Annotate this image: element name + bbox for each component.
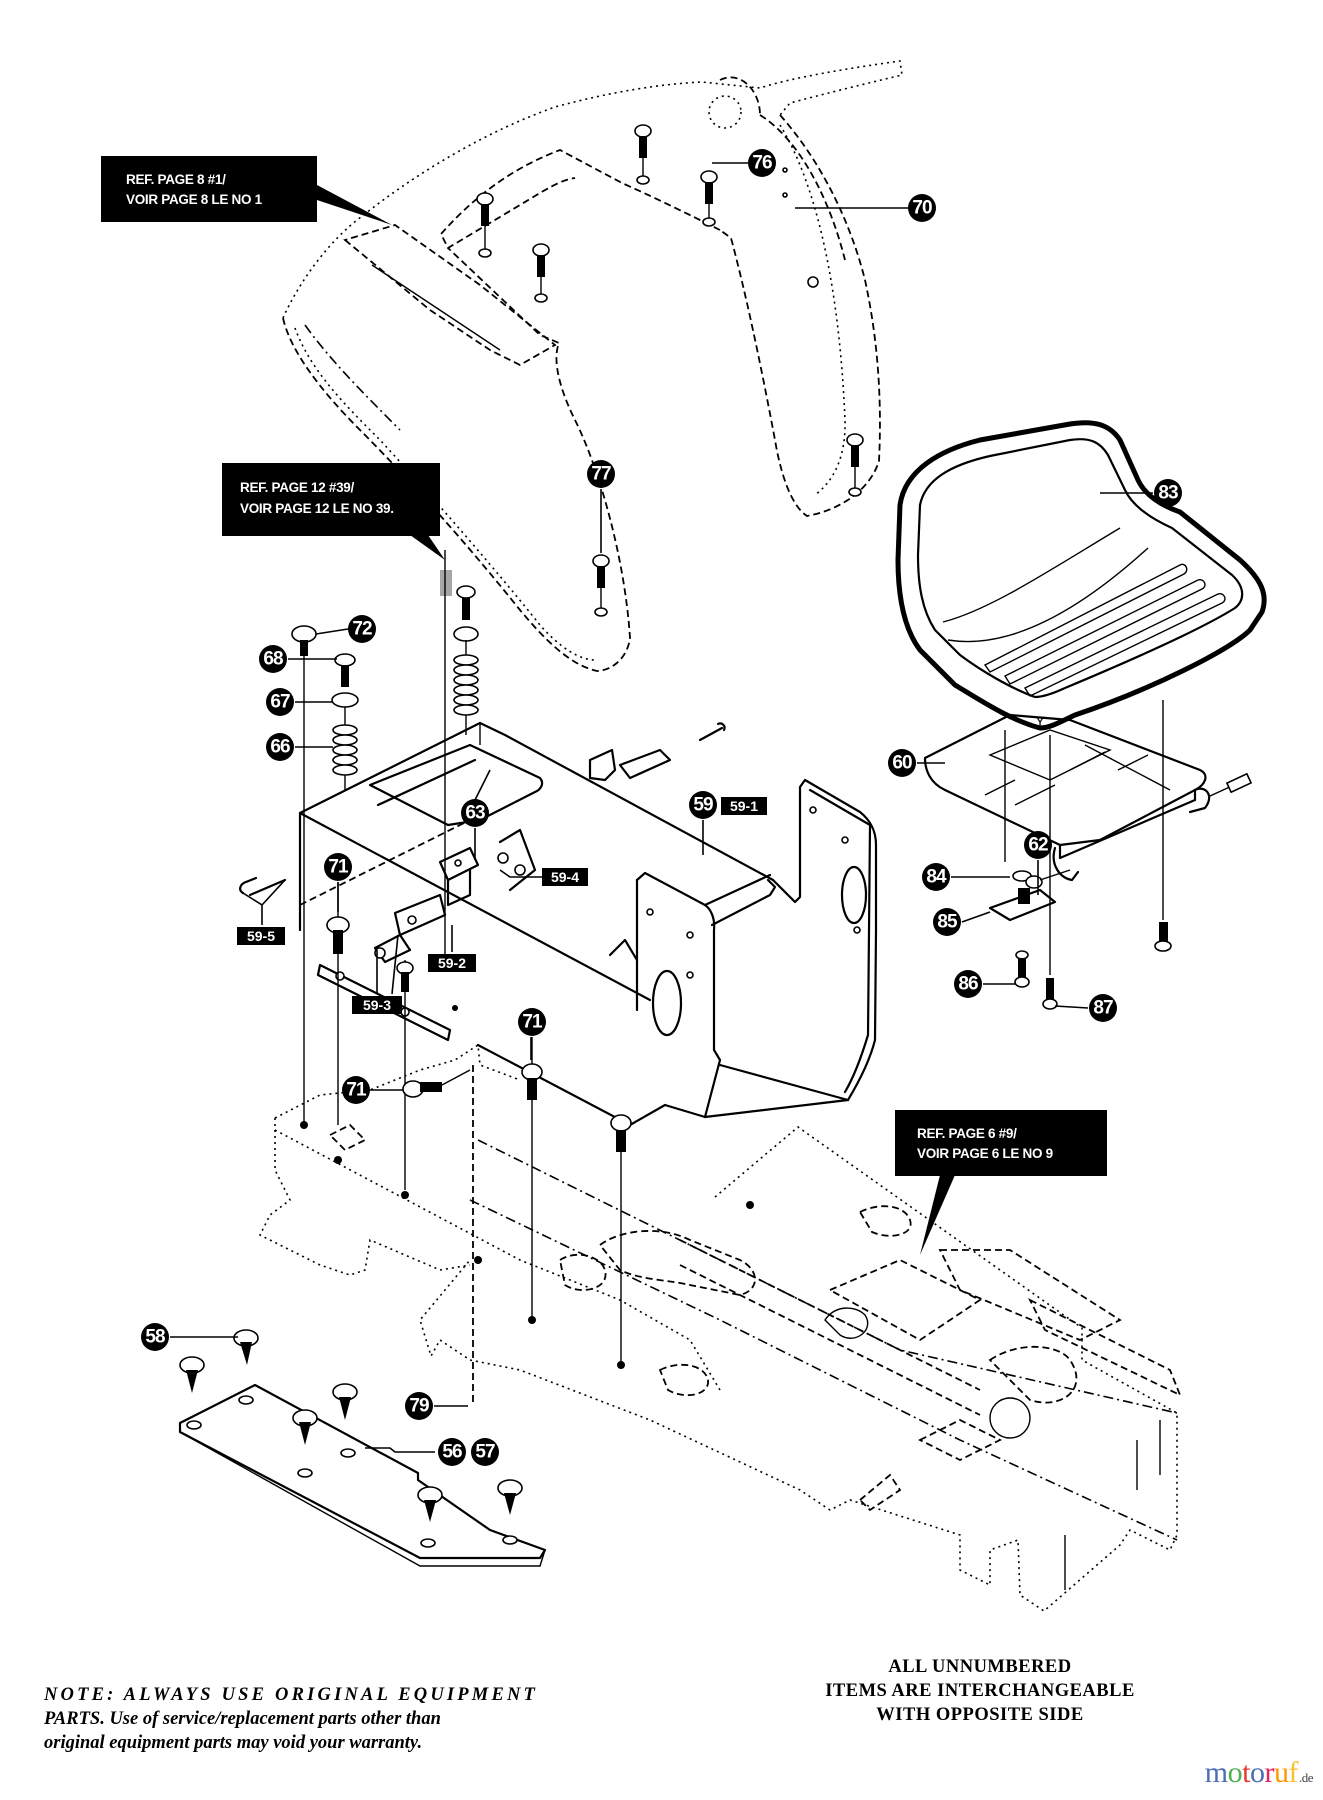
part-number-87[interactable]: 87	[1089, 994, 1117, 1022]
svg-text:59-3: 59-3	[363, 997, 391, 1013]
part-number-79[interactable]: 79	[405, 1392, 433, 1420]
svg-text:76: 76	[752, 153, 772, 174]
svg-text:56: 56	[442, 1442, 462, 1463]
motoruf-watermark-logo: motoruf.de	[1204, 1756, 1314, 1790]
svg-text:59-5: 59-5	[247, 928, 275, 944]
interchangeable-note-line-1: ALL UNNUMBERED	[888, 1657, 1072, 1677]
warranty-note: NOTE: ALWAYS USE ORIGINAL EQUIPMENT PART…	[44, 1683, 684, 1755]
part-number-59[interactable]: 59	[689, 791, 717, 819]
part-number-56[interactable]: 56	[438, 1438, 466, 1466]
seat-drawing: Y	[895, 420, 1267, 731]
svg-text:60: 60	[892, 753, 912, 774]
interchangeable-note-line-2: ITEMS ARE INTERCHANGEABLE	[825, 1681, 1135, 1701]
svg-text:85: 85	[937, 912, 958, 933]
logo-letter: f	[1288, 1756, 1298, 1789]
seat-bracket-drawing	[923, 700, 1253, 1010]
svg-text:70: 70	[912, 198, 932, 219]
svg-text:63: 63	[465, 803, 485, 824]
ref-callout-line2: VOIR PAGE 6 LE NO 9	[917, 1146, 1053, 1161]
svg-text:58: 58	[145, 1327, 165, 1348]
ref-callout-line2: VOIR PAGE 12 LE NO 39.	[240, 501, 394, 516]
sub-part-tag-59-3[interactable]: 59-3	[352, 996, 402, 1014]
sub-part-tag-59-5[interactable]: 59-5	[237, 927, 285, 945]
svg-text:59-4: 59-4	[551, 869, 579, 885]
part-number-83[interactable]: 83	[1154, 479, 1182, 507]
part-number-86[interactable]: 86	[954, 970, 982, 998]
svg-text:59-1: 59-1	[730, 798, 758, 814]
svg-text:72: 72	[352, 619, 372, 640]
part-number-68[interactable]: 68	[259, 645, 287, 673]
svg-text:Y: Y	[1035, 713, 1045, 729]
svg-text:83: 83	[1158, 483, 1178, 504]
ref-callout-page-12: REF. PAGE 12 #39/ VOIR PAGE 12 LE NO 39.	[222, 463, 445, 560]
ref-callout-line1: REF. PAGE 8 #1/	[126, 172, 226, 187]
part-number-67[interactable]: 67	[266, 688, 294, 716]
svg-text:71: 71	[522, 1012, 543, 1033]
part-number-70[interactable]: 70	[908, 194, 936, 222]
svg-text:77: 77	[591, 464, 611, 485]
ref-callout-page-6: REF. PAGE 6 #9/ VOIR PAGE 6 LE NO 9	[895, 1110, 1107, 1255]
ref-callout-line1: REF. PAGE 12 #39/	[240, 480, 355, 495]
spring-stacks-drawing	[291, 550, 479, 1125]
logo-letter: t	[1242, 1756, 1250, 1789]
logo-letter: o	[1249, 1756, 1265, 1789]
part-number-71[interactable]: 71	[342, 1076, 370, 1104]
logo-letter: r	[1264, 1756, 1274, 1789]
part-number-71[interactable]: 71	[324, 853, 352, 881]
warranty-note-line-3: original equipment parts may void your w…	[44, 1733, 423, 1753]
svg-text:71: 71	[346, 1080, 367, 1101]
svg-text:62: 62	[1028, 835, 1048, 856]
part-number-84[interactable]: 84	[922, 863, 950, 891]
warranty-note-line-1: NOTE: ALWAYS USE ORIGINAL EQUIPMENT	[44, 1685, 539, 1705]
main-frame-drawing	[258, 1043, 1182, 1613]
rear-fender-drawing	[282, 60, 903, 672]
svg-text:68: 68	[263, 649, 283, 670]
svg-text:59: 59	[693, 795, 713, 816]
part-number-63[interactable]: 63	[461, 799, 489, 827]
ref-callout-page-8: REF. PAGE 8 #1/ VOIR PAGE 8 LE NO 1	[101, 156, 392, 225]
part-number-76[interactable]: 76	[748, 149, 776, 177]
part-number-77[interactable]: 77	[587, 460, 615, 488]
logo-letter: u	[1273, 1756, 1289, 1789]
sub-part-tag-59-2[interactable]: 59-2	[428, 954, 476, 972]
interchangeable-note-line-3: WITH OPPOSITE SIDE	[876, 1705, 1084, 1725]
part-number-71[interactable]: 71	[518, 1008, 546, 1036]
part-number-85[interactable]: 85	[933, 908, 961, 936]
logo-letter: m	[1204, 1756, 1228, 1789]
part-number-66[interactable]: 66	[266, 733, 294, 761]
svg-text:59-2: 59-2	[438, 955, 466, 971]
svg-text:66: 66	[270, 737, 290, 758]
bottom-plate-drawing	[178, 1329, 547, 1567]
logo-letter: o	[1227, 1756, 1243, 1789]
warranty-note-line-2: PARTS. Use of service/replacement parts …	[44, 1709, 441, 1729]
svg-text:86: 86	[958, 974, 978, 995]
ref-callout-line2: VOIR PAGE 8 LE NO 1	[126, 192, 263, 207]
sub-part-tag-59-1[interactable]: 59-1	[721, 797, 767, 815]
svg-text:84: 84	[926, 867, 947, 888]
part-number-72[interactable]: 72	[348, 615, 376, 643]
svg-text:71: 71	[328, 857, 349, 878]
svg-text:67: 67	[270, 692, 290, 713]
svg-text:79: 79	[409, 1396, 429, 1417]
svg-text:57: 57	[475, 1442, 495, 1463]
ref-callout-line1: REF. PAGE 6 #9/	[917, 1126, 1017, 1141]
svg-text:87: 87	[1093, 998, 1113, 1019]
part-number-58[interactable]: 58	[141, 1323, 169, 1351]
fender-bolts-drawing	[476, 124, 864, 617]
leader-lines	[170, 162, 1153, 1453]
sub-part-tag-59-4[interactable]: 59-4	[542, 868, 588, 886]
interchangeable-note: ALL UNNUMBERED ITEMS ARE INTERCHANGEABLE…	[760, 1655, 1200, 1727]
logo-tld: .de	[1298, 1770, 1314, 1785]
part-number-62[interactable]: 62	[1024, 831, 1052, 859]
mounting-bolts-drawing	[326, 882, 632, 1406]
part-number-57[interactable]: 57	[471, 1438, 499, 1466]
part-number-60[interactable]: 60	[888, 749, 916, 777]
